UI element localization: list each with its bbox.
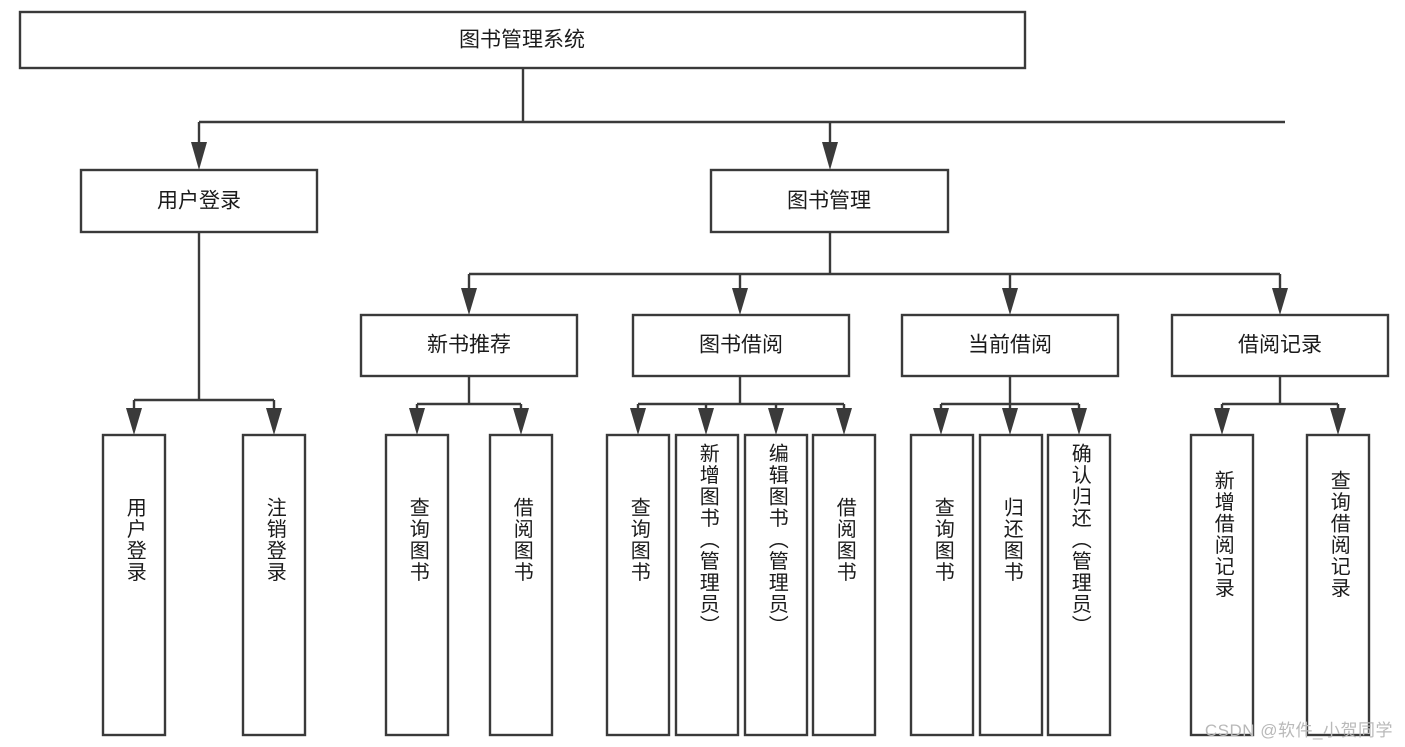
node-user-login-label: 用户登录 bbox=[157, 190, 241, 213]
connector-bookborrow-to-leaves bbox=[630, 376, 852, 435]
node-new-book-recommend-label: 新书推荐 bbox=[427, 334, 511, 357]
node-root[interactable] bbox=[18, 10, 1027, 70]
arrow-head-icon bbox=[513, 408, 529, 435]
connector-root-to-level2 bbox=[191, 68, 1285, 170]
leaf-book-borrow-0[interactable] bbox=[605, 433, 671, 737]
arrow-head-icon bbox=[698, 408, 714, 435]
leaf-current-borrow-2[interactable] bbox=[1046, 433, 1112, 737]
node-book-borrow-label: 图书借阅 bbox=[699, 334, 783, 357]
leaf-user-login-0[interactable] bbox=[101, 433, 167, 737]
arrow-head-icon bbox=[1071, 408, 1087, 435]
node-current-borrow-label: 当前借阅 bbox=[968, 334, 1052, 357]
connector-newbook-to-leaves bbox=[409, 376, 529, 435]
arrow-head-icon bbox=[461, 288, 477, 315]
leaf-borrow-record-1[interactable] bbox=[1305, 433, 1371, 737]
node-current-borrow[interactable] bbox=[900, 313, 1120, 378]
arrow-head-icon bbox=[768, 408, 784, 435]
arrow-head-icon bbox=[822, 142, 838, 170]
leaf-user-login-1[interactable] bbox=[241, 433, 307, 737]
node-user-login[interactable] bbox=[79, 168, 319, 234]
node-borrow-record[interactable] bbox=[1170, 313, 1390, 378]
node-book-borrow[interactable] bbox=[631, 313, 851, 378]
node-book-management[interactable] bbox=[709, 168, 950, 234]
arrow-head-icon bbox=[1272, 288, 1288, 315]
leaf-borrow-record-0[interactable] bbox=[1189, 433, 1255, 737]
connector-currentborrow-to-leaves bbox=[933, 376, 1087, 435]
leaf-current-borrow-1[interactable] bbox=[978, 433, 1044, 737]
leaf-new-book-1[interactable] bbox=[488, 433, 554, 737]
arrow-head-icon bbox=[933, 408, 949, 435]
node-borrow-record-label: 借阅记录 bbox=[1238, 334, 1322, 357]
arrow-head-icon bbox=[191, 142, 207, 170]
arrow-head-icon bbox=[126, 408, 142, 435]
connector-borrowrecord-to-leaves bbox=[1214, 376, 1346, 435]
connector-userlogin-to-leaves bbox=[126, 232, 282, 435]
arrow-head-icon bbox=[732, 288, 748, 315]
leaf-book-borrow-2[interactable] bbox=[743, 433, 809, 737]
arrow-head-icon bbox=[1330, 408, 1346, 435]
arrow-head-icon bbox=[836, 408, 852, 435]
leaf-new-book-0[interactable] bbox=[384, 433, 450, 737]
leaf-book-borrow-3[interactable] bbox=[811, 433, 877, 737]
arrow-head-icon bbox=[1214, 408, 1230, 435]
arrow-head-icon bbox=[1002, 408, 1018, 435]
node-book-management-label: 图书管理 bbox=[787, 190, 871, 213]
arrow-head-icon bbox=[266, 408, 282, 435]
leaf-current-borrow-0[interactable] bbox=[909, 433, 975, 737]
connector-bookmgmt-to-level3 bbox=[461, 232, 1288, 315]
arrow-head-icon bbox=[630, 408, 646, 435]
arrow-head-icon bbox=[409, 408, 425, 435]
arrow-head-icon bbox=[1002, 288, 1018, 315]
node-new-book-recommend[interactable] bbox=[359, 313, 579, 378]
node-root-label: 图书管理系统 bbox=[459, 29, 585, 52]
leaf-book-borrow-1[interactable] bbox=[674, 433, 740, 737]
